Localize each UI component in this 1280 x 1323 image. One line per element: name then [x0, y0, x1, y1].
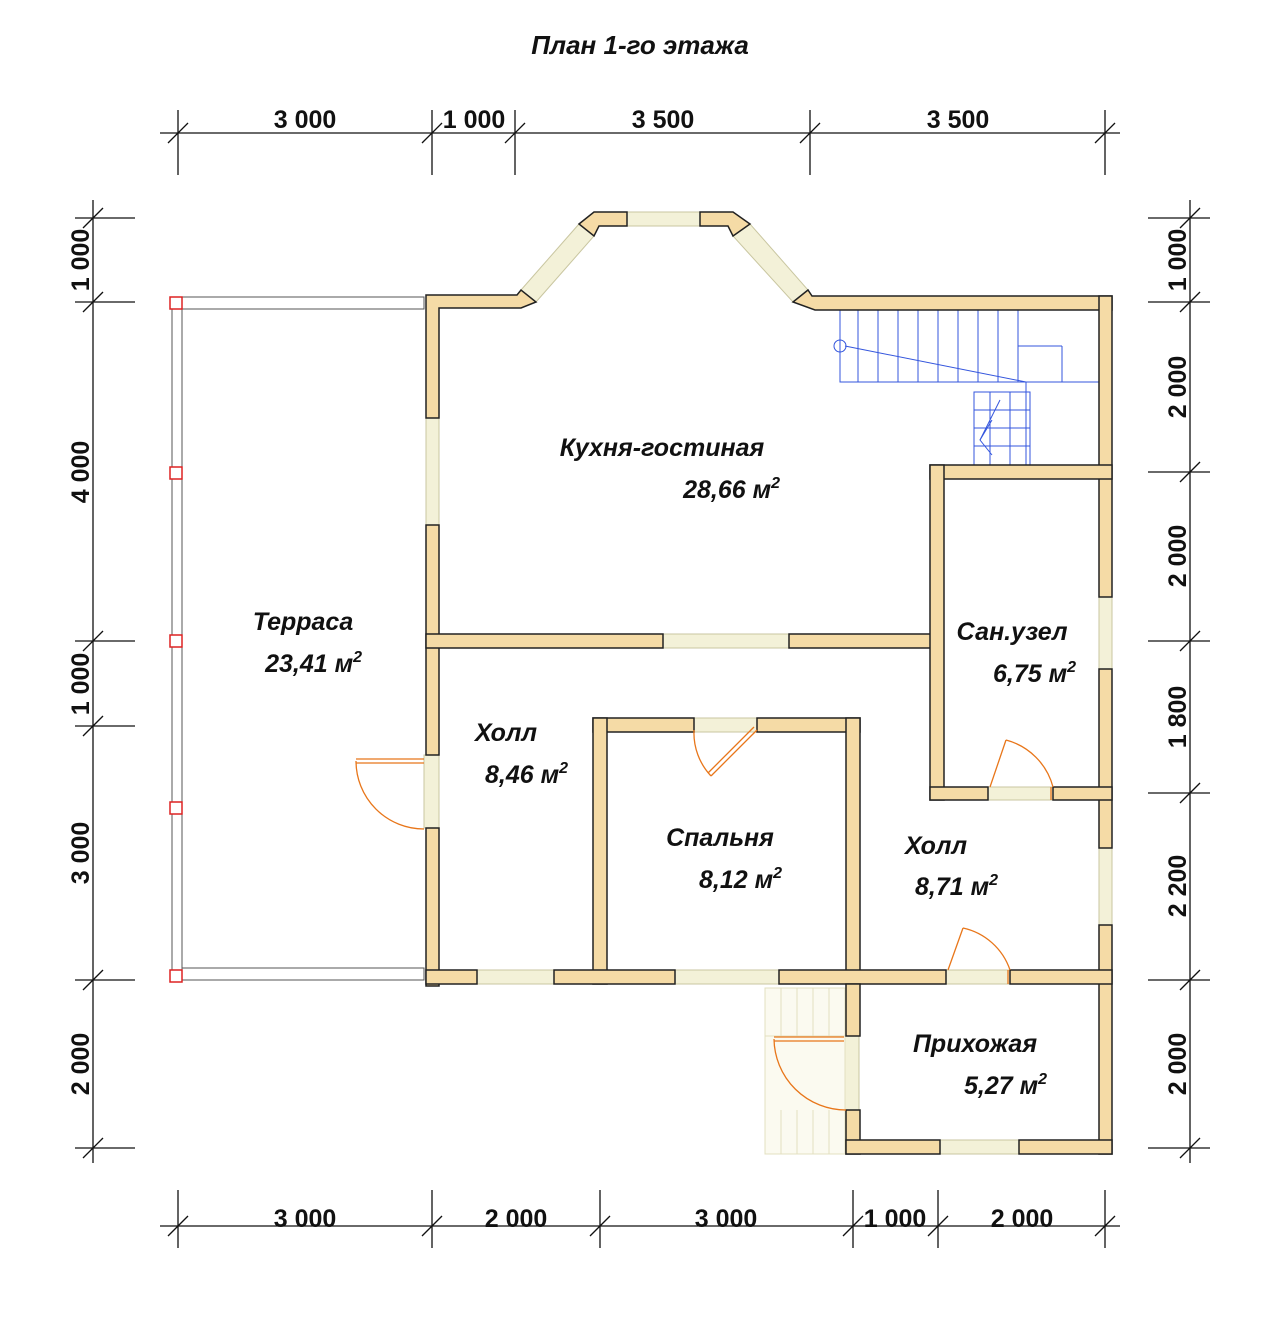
dim-right-1: 1 000 — [1164, 229, 1192, 292]
dim-right-6: 2 000 — [1164, 1033, 1192, 1096]
room-labels: Кухня-гостиная 28,66 м2 Терраса 23,41 м2… — [253, 434, 1076, 1100]
room-hall-2-name: Холл — [903, 832, 968, 860]
terrace-railing — [171, 296, 425, 981]
dim-right-2: 2 000 — [1164, 356, 1192, 419]
dim-left-1: 1 000 — [67, 229, 95, 292]
room-terrace-area: 23,41 м2 — [264, 649, 362, 678]
dim-left-3: 1 000 — [67, 653, 95, 716]
room-hall-1-name: Холл — [473, 719, 538, 747]
dim-top-4: 3 500 — [927, 106, 990, 134]
walls — [425, 211, 1113, 1155]
dim-bottom-2: 2 000 — [485, 1205, 548, 1233]
dim-bottom-1: 3 000 — [274, 1205, 337, 1233]
staircase — [833, 309, 1101, 466]
terrace-posts — [169, 296, 183, 983]
room-entry-area: 5,27 м2 — [964, 1071, 1047, 1100]
room-bathroom-area: 6,75 м2 — [993, 659, 1076, 688]
room-bathroom-name: Сан.узел — [956, 618, 1067, 646]
room-entry-name: Прихожая — [913, 1030, 1037, 1058]
door-swings — [355, 726, 1054, 1111]
dim-top-1: 3 000 — [274, 106, 337, 134]
dim-left-5: 2 000 — [67, 1033, 95, 1096]
dim-bottom-5: 2 000 — [991, 1205, 1054, 1233]
dim-left-2: 4 000 — [67, 441, 95, 504]
dim-bottom-3: 3 000 — [695, 1205, 758, 1233]
dimension-lines — [75, 110, 1210, 1248]
room-hall-1-area: 8,46 м2 — [485, 760, 568, 789]
dim-left-4: 3 000 — [67, 822, 95, 885]
room-kitchen-name: Кухня-гостиная — [560, 434, 765, 462]
room-terrace-name: Терраса — [253, 608, 354, 636]
dim-right-3: 2 000 — [1164, 525, 1192, 588]
room-kitchen-area: 28,66 м2 — [682, 475, 780, 504]
dim-top-2: 1 000 — [443, 106, 506, 134]
room-bedroom-area: 8,12 м2 — [699, 865, 782, 894]
dim-right-4: 1 800 — [1164, 686, 1192, 749]
entry-steps — [764, 987, 846, 1155]
dim-bottom-4: 1 000 — [864, 1205, 927, 1233]
room-hall-2-area: 8,71 м2 — [915, 872, 998, 901]
dim-right-5: 2 200 — [1164, 855, 1192, 918]
plan-title: План 1-го этажа — [531, 30, 749, 60]
room-bedroom-name: Спальня — [666, 824, 774, 852]
dimension-labels: 3 000 1 000 3 500 3 500 3 000 2 000 3 00… — [67, 106, 1192, 1233]
dim-top-3: 3 500 — [632, 106, 695, 134]
